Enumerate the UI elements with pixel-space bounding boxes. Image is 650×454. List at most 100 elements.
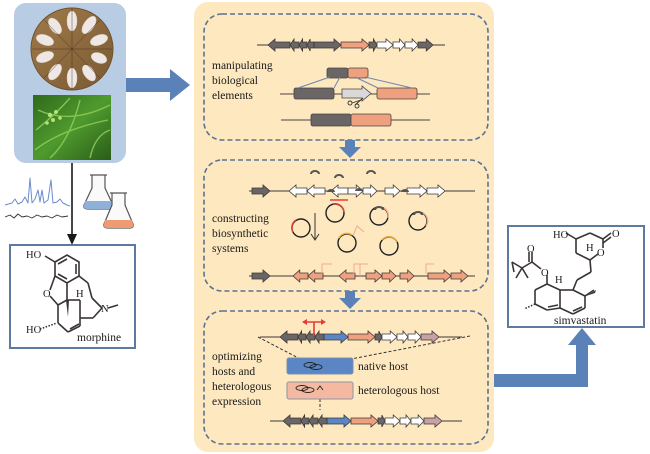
gene-arrow — [298, 37, 308, 53]
gene-arrow — [377, 414, 386, 428]
simvastatin-label: simvastatin — [554, 315, 607, 327]
step-1-label-line-3: elements — [212, 90, 253, 102]
plant-foliage-image — [33, 95, 111, 160]
simvastatin-atom-h-ring: H — [555, 275, 563, 286]
gene-arrow — [417, 38, 434, 52]
morphine-atom-h: H — [76, 289, 84, 300]
step-manipulating-box: manipulating biological elements — [203, 13, 489, 141]
gene-cluster-original — [257, 37, 445, 53]
gene-cluster-refactored — [249, 269, 475, 283]
gene-arrow — [306, 184, 326, 198]
step-2-label-line-2: biosynthetic — [212, 228, 268, 240]
culture-plate-image — [30, 7, 114, 91]
arrow-to-simvastatin — [494, 328, 596, 387]
gene-arrow — [307, 269, 324, 283]
gene-arrow — [251, 184, 271, 198]
simvastatin-atom-ho: HO — [553, 230, 569, 241]
step-3-label-line-2: hosts and — [212, 366, 255, 378]
arrow-step1-to-step2 — [339, 140, 361, 158]
simvastatin-atom-h-lactone: H — [586, 243, 594, 254]
simvastatin-atom-o-ester: O — [541, 268, 549, 279]
gene-arrow — [423, 414, 443, 428]
cas-protein-icons — [310, 170, 423, 215]
gene-arrow — [297, 329, 307, 345]
gene-arrow — [362, 184, 378, 198]
gene-arrow — [305, 329, 316, 345]
morphine-atom-n: N — [101, 304, 109, 315]
gene-arrow — [347, 330, 376, 344]
gene-arrow — [420, 330, 440, 344]
gene-arrow — [450, 269, 469, 283]
gene-arrow — [381, 330, 398, 344]
gene-arrow — [292, 269, 309, 283]
gene-arrow — [288, 184, 308, 198]
gene-arrow — [399, 413, 412, 429]
gene-arrow — [313, 38, 342, 52]
step-1-label-line-1: manipulating — [212, 60, 273, 72]
down-arrow-icon — [310, 213, 320, 241]
flask-blue-icon — [83, 174, 114, 210]
gene-arrow — [406, 184, 428, 198]
gene-arrow — [251, 269, 271, 283]
step-3-label-line-1: optimizing — [212, 351, 262, 363]
native-host-label: native host — [358, 361, 409, 373]
step-optimizing-box: optimizing hosts and heterologous expres… — [203, 310, 489, 445]
step-1-label-line-2: biological — [212, 75, 258, 87]
gene-arrow — [410, 414, 425, 428]
gene-arrow — [381, 269, 397, 283]
gene-arrow — [314, 329, 325, 345]
gene-cluster-heterologous — [270, 413, 462, 429]
gene-arrow — [300, 413, 310, 429]
simvastatin-atom-o-carbonyl: O — [612, 229, 620, 240]
morphine-atom-o: O — [43, 289, 51, 300]
gene-arrow — [330, 184, 349, 198]
gene-arrow — [323, 330, 349, 344]
chromatogram-traces — [4, 177, 71, 219]
promoter-symbols — [321, 263, 434, 276]
step-2-label-line-3: systems — [212, 243, 249, 255]
simvastatin-atom-o-ester-carbonyl: O — [527, 244, 535, 255]
simvastatin-structure-box: HO O H O O O H simvastatin — [507, 225, 645, 328]
morphine-structure-box: HO O H N HO morphine — [9, 244, 136, 349]
gene-arrow — [308, 413, 319, 429]
heterologous-host-box — [286, 381, 354, 400]
step-3-label-line-4: expression — [212, 396, 261, 408]
arrowhead-down-icon — [67, 234, 77, 245]
gene-arrow — [392, 37, 406, 53]
gene-arrow — [326, 414, 352, 428]
source-panel — [14, 3, 126, 163]
morphine-atom-ho-bottom: HO — [26, 325, 42, 336]
gene-arrow — [340, 38, 370, 52]
morphine-atom-ho-top: HO — [26, 250, 42, 261]
gene-arrow — [426, 184, 446, 198]
gene-arrow — [384, 414, 401, 428]
scissors-icon — [347, 97, 364, 109]
gene-arrow — [279, 330, 299, 344]
heterologous-host-label: heterologous host — [358, 385, 440, 397]
gene-arrow — [427, 269, 452, 283]
gene-arrow — [317, 413, 328, 429]
simvastatin-atom-o-ring: O — [597, 248, 605, 259]
flask-orange-icon — [103, 192, 134, 229]
gene-arrow — [384, 184, 401, 198]
gene-arrow — [289, 37, 300, 53]
gene-arrow — [407, 330, 422, 344]
bacteria-cells-icon — [295, 362, 324, 393]
gene-arrow — [368, 37, 378, 53]
gene-arrow — [282, 414, 302, 428]
bidirectional-promoter-icon — [302, 319, 326, 336]
recombination-schematic — [280, 67, 430, 127]
step-2-label-line-1: constructing — [212, 213, 269, 225]
native-host-box — [286, 357, 354, 375]
arrow-step2-to-step3 — [339, 291, 361, 309]
gene-arrow — [376, 38, 394, 52]
morphine-label: morphine — [77, 332, 121, 344]
gene-arrow — [374, 330, 383, 344]
gene-arrow — [396, 329, 409, 345]
gene-arrow — [267, 38, 291, 52]
gene-arrow — [350, 414, 379, 428]
gene-arrow — [338, 269, 356, 283]
arrow-to-pipeline — [126, 69, 190, 101]
gene-arrow — [306, 38, 315, 52]
